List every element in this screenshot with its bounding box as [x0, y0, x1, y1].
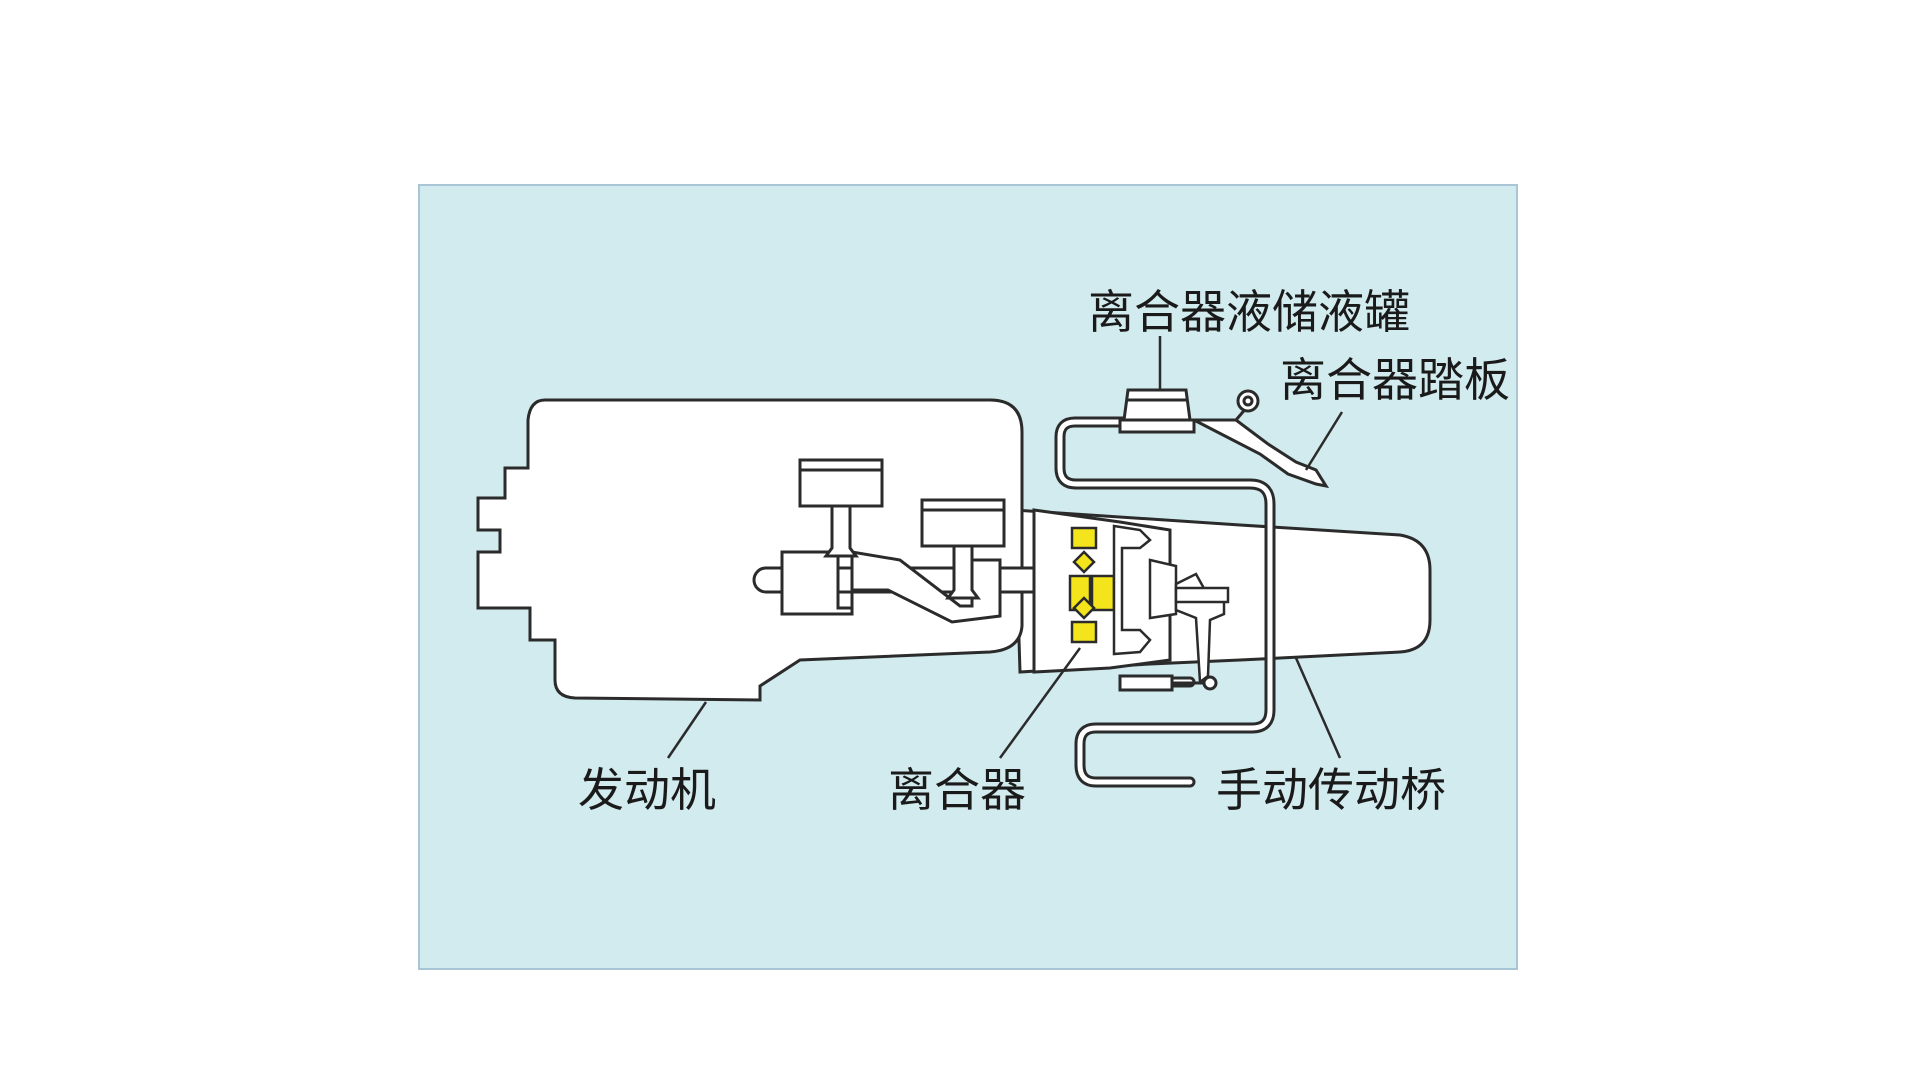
- release-bearing: [1148, 558, 1178, 620]
- label-engine: 发动机: [578, 763, 716, 817]
- label-pedal: 离合器踏板: [1280, 353, 1510, 407]
- slave-cylinder: [1118, 674, 1218, 692]
- transaxle-leader: [1294, 657, 1342, 759]
- clutch-assembly: [1068, 524, 1230, 685]
- clutch-spring-upper: [1072, 550, 1096, 574]
- pedal-leader: [1304, 411, 1344, 471]
- engine-leader: [666, 701, 708, 759]
- engine-block: [476, 398, 1024, 702]
- piston-1: [798, 458, 884, 558]
- label-reservoir: 离合器液储液罐: [1088, 285, 1410, 339]
- leader-lines: [666, 336, 1344, 759]
- clutch-disc-upper: [1070, 526, 1098, 550]
- piston-2: [920, 498, 1006, 600]
- clutch-spring-lower: [1072, 596, 1096, 620]
- clutch-leader: [998, 647, 1082, 759]
- clutch-fluid-reservoir: [1118, 388, 1196, 434]
- crankshaft: [752, 550, 1056, 624]
- input-shaft: [1174, 586, 1230, 604]
- clutch-disc-lower: [1070, 620, 1098, 644]
- clutch-pedal: [1193, 389, 1330, 489]
- label-transaxle: 手动传动桥: [1216, 763, 1446, 817]
- label-clutch: 离合器: [888, 763, 1026, 817]
- pressure-plate: [1112, 524, 1152, 656]
- clutch-disc-center-right: [1090, 574, 1116, 612]
